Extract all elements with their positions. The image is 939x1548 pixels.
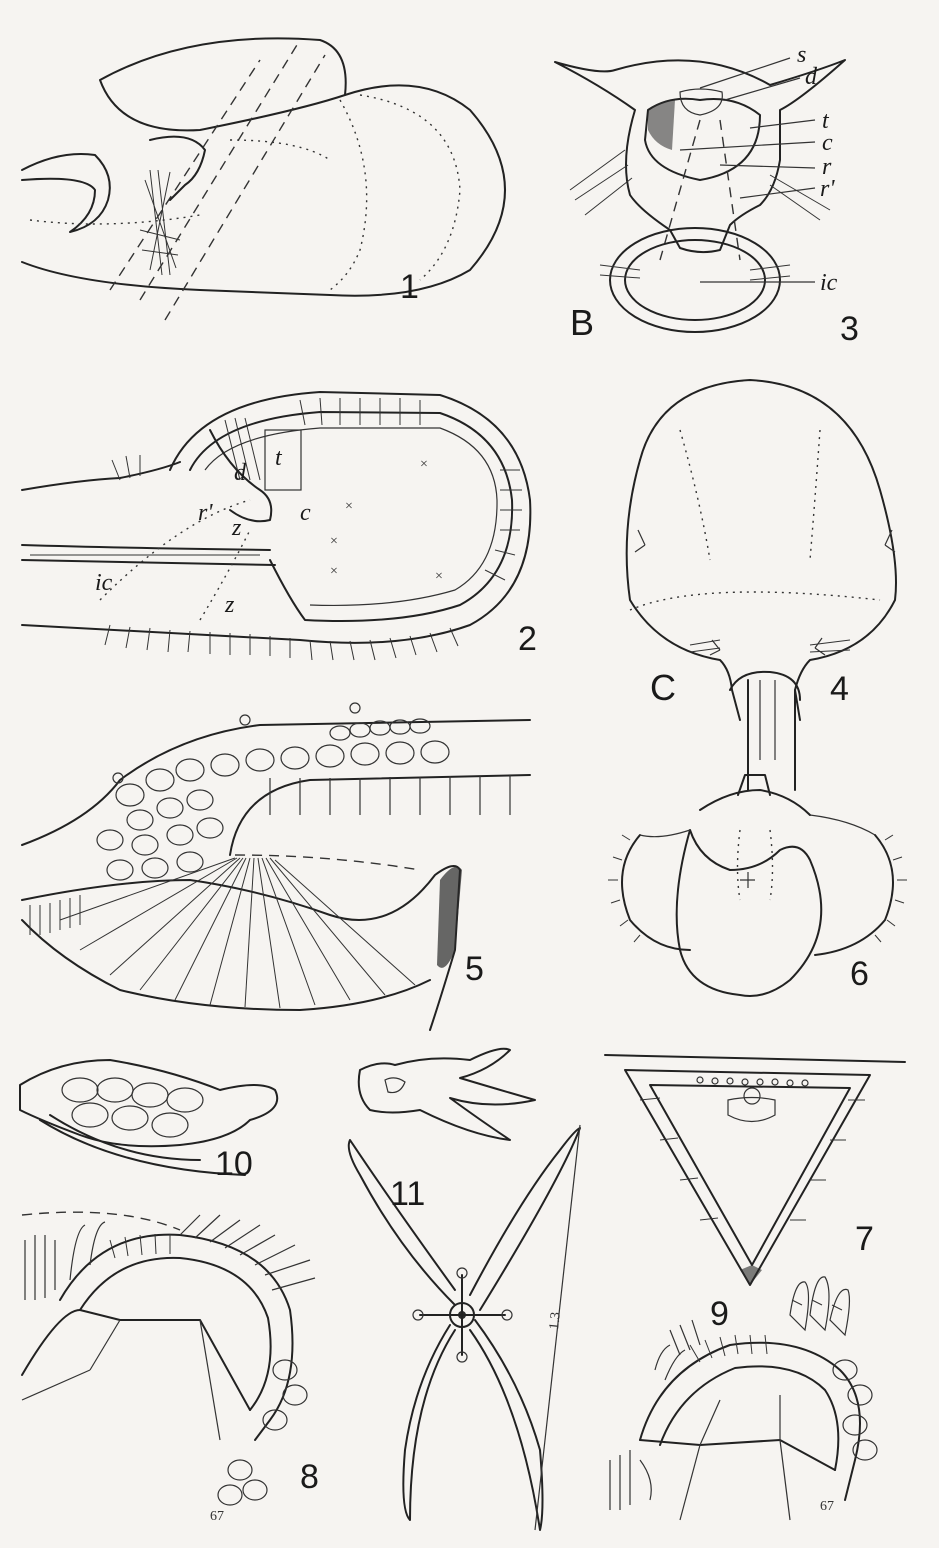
figure-9-note: 67: [820, 1499, 834, 1514]
svg-text:×: ×: [330, 534, 338, 549]
figure-4-sublabel: C: [650, 667, 676, 708]
figure-10-number: 10: [215, 1145, 253, 1183]
figure-6-drawing: 6: [608, 775, 907, 996]
figure-9-drawing: 67 9: [610, 1277, 877, 1520]
figure-5-drawing: 5: [22, 703, 530, 1030]
figure-8-drawing: 67 8: [22, 1212, 319, 1524]
figure-11-scale-label: 1.3: [547, 1311, 564, 1330]
figure-2-label-r-prime: r': [198, 500, 213, 526]
figure-11-number: 11: [390, 1175, 425, 1213]
figure-6-number: 6: [850, 955, 869, 993]
figure-2-label-c: c: [300, 500, 311, 526]
figure-8-number: 8: [300, 1458, 319, 1496]
figure-3-drawing: s d t c r r' ic B 3: [555, 42, 859, 348]
figure-4-number: 4: [830, 670, 849, 708]
svg-text:×: ×: [435, 569, 443, 584]
figure-2-label-z-upper: z: [231, 515, 242, 541]
figure-5-number: 5: [465, 950, 484, 988]
figure-3-sublabel: B: [570, 302, 594, 343]
svg-text:×: ×: [330, 564, 338, 579]
figure-4-drawing: C 4: [627, 380, 896, 790]
figure-11-drawing: 1.3 11: [349, 1049, 580, 1530]
figure-3-label-c: c: [822, 130, 833, 156]
figure-7-drawing: 7: [605, 1055, 905, 1285]
figure-1-drawing: 1: [22, 38, 505, 320]
figure-3-label-r-prime: r': [820, 176, 835, 202]
figure-10-drawing: 10: [20, 1060, 277, 1183]
figure-2-label-t: t: [275, 445, 283, 471]
figure-3-label-d: d: [805, 64, 818, 90]
figure-8-note: 67: [210, 1509, 224, 1524]
figure-2-label-z-lower: z: [224, 592, 235, 618]
figure-2-label-d: d: [234, 460, 247, 486]
figure-7-number: 7: [855, 1220, 874, 1258]
figure-2-drawing: × × × × × d t r' c z z ic 2: [22, 392, 537, 660]
figure-9-number: 9: [710, 1295, 729, 1333]
figure-2-label-ic: ic: [95, 570, 113, 596]
figure-2-number: 2: [518, 620, 537, 658]
figure-3-label-ic: ic: [820, 270, 838, 296]
figure-1-number: 1: [400, 268, 419, 306]
svg-text:×: ×: [345, 499, 353, 514]
figure-3-number: 3: [840, 310, 859, 348]
svg-text:×: ×: [420, 457, 428, 472]
